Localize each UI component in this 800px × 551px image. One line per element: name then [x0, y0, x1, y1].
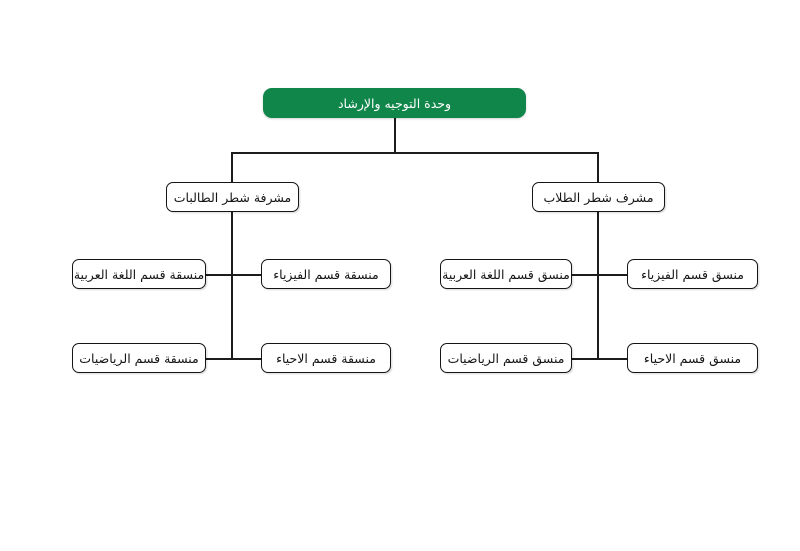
connector-arm-female-row2-outer	[206, 358, 233, 360]
connector-arm-male-row1-inner	[597, 274, 627, 276]
connector-drop-male-supervisor	[597, 152, 599, 183]
connector-arm-male-row2-outer	[572, 358, 599, 360]
node-supervisor-male-label: مشرف شطر الطلاب	[543, 189, 654, 205]
node-coordinator-male-biology-label: منسق قسم الاحياء	[643, 350, 742, 366]
node-coordinator-female-math-label: منسقة قسم الرياضيات	[79, 350, 199, 366]
connector-spine-female	[231, 212, 233, 359]
node-coordinator-male-arabic-label: منسق قسم اللغة العربية	[442, 266, 570, 282]
node-coordinator-male-physics-label: منسق قسم الفيزياء	[641, 266, 744, 282]
node-coordinator-female-arabic[interactable]: منسقة قسم اللغة العربية	[72, 259, 206, 289]
connector-spine-male	[597, 212, 599, 359]
connector-arm-male-row1-outer	[572, 274, 599, 276]
node-coordinator-female-physics[interactable]: منسقة قسم الفيزياء	[261, 259, 391, 289]
connector-top-bus	[232, 152, 599, 154]
node-supervisor-male[interactable]: مشرف شطر الطلاب	[532, 182, 665, 212]
connector-arm-male-row2-inner	[597, 358, 627, 360]
node-coordinator-female-physics-label: منسقة قسم الفيزياء	[273, 266, 379, 282]
node-coordinator-female-biology[interactable]: منسقة قسم الاحياء	[261, 343, 391, 373]
node-coordinator-male-physics[interactable]: منسق قسم الفيزياء	[627, 259, 758, 289]
node-root-label: وحدة التوجيه والإرشاد	[337, 95, 452, 111]
node-coordinator-female-arabic-label: منسقة قسم اللغة العربية	[73, 266, 205, 282]
node-coordinator-female-biology-label: منسقة قسم الاحياء	[276, 350, 376, 366]
connector-root-stem	[394, 117, 396, 153]
node-coordinator-male-math-label: منسق قسم الرياضيات	[447, 350, 565, 366]
node-coordinator-male-arabic[interactable]: منسق قسم اللغة العربية	[440, 259, 572, 289]
node-coordinator-male-biology[interactable]: منسق قسم الاحياء	[627, 343, 758, 373]
connector-arm-female-row1-inner	[231, 274, 261, 276]
node-root-guidance-unit[interactable]: وحدة التوجيه والإرشاد	[263, 88, 526, 118]
node-coordinator-male-math[interactable]: منسق قسم الرياضيات	[440, 343, 572, 373]
node-supervisor-female[interactable]: مشرفة شطر الطالبات	[166, 182, 299, 212]
connector-arm-female-row2-inner	[231, 358, 261, 360]
node-supervisor-female-label: مشرفة شطر الطالبات	[173, 189, 292, 205]
node-coordinator-female-math[interactable]: منسقة قسم الرياضيات	[72, 343, 206, 373]
connector-drop-female-supervisor	[231, 152, 233, 183]
connector-arm-female-row1-outer	[206, 274, 233, 276]
